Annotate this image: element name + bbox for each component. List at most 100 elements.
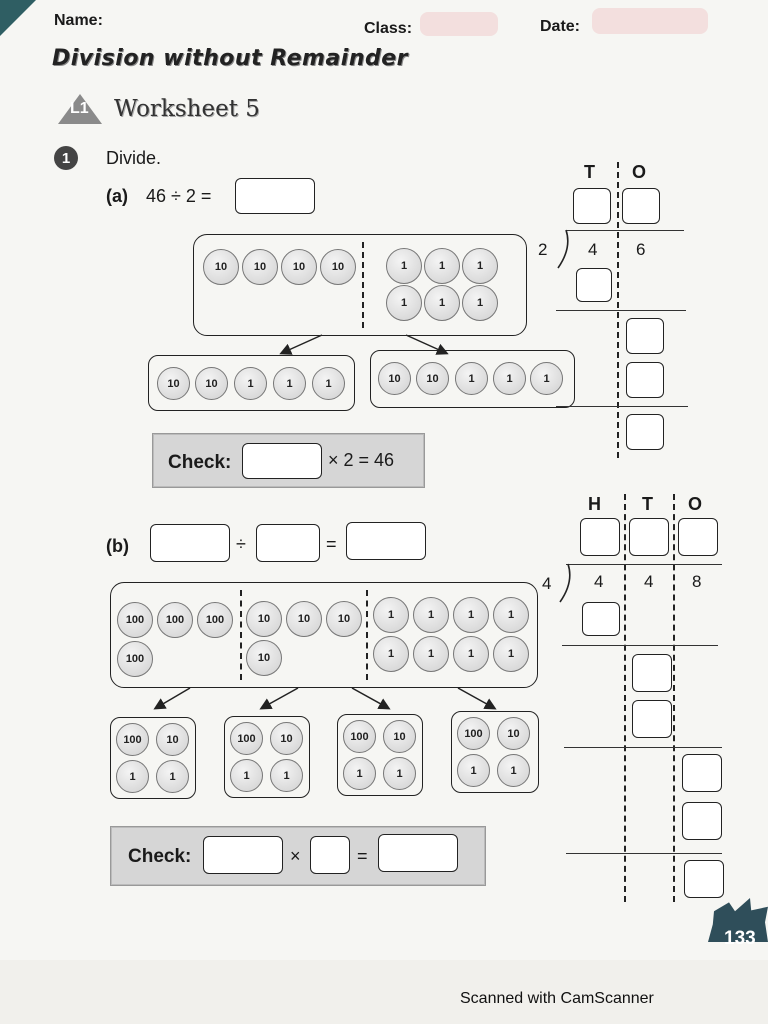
tens-counter: 10 — [378, 362, 411, 395]
tens-counter: 10 — [246, 640, 282, 676]
part-b-check-equals: = — [357, 846, 368, 866]
tens-counter: 10 — [156, 723, 189, 756]
hundreds-counter: 100 — [117, 602, 153, 638]
part-b-check-label: Check: — [128, 846, 192, 867]
ldm-b-dividend-tens: 4 — [644, 572, 654, 591]
part-b-answer-box[interactable] — [346, 522, 426, 560]
part-b-dividend-box[interactable] — [150, 524, 230, 562]
ldm-b-step-box[interactable] — [682, 754, 722, 792]
ones-counter: 1 — [116, 760, 149, 793]
ldm-a-step-box[interactable] — [576, 268, 612, 302]
ones-counter: 1 — [270, 759, 303, 792]
ones-counter: 1 — [234, 367, 267, 400]
worksheet-title: Worksheet 5 — [114, 96, 260, 122]
ldm-a-dividend-tens: 4 — [588, 240, 598, 259]
ldm-b-step-box[interactable] — [682, 802, 722, 840]
ones-counter: 1 — [273, 367, 306, 400]
ones-counter: 1 — [373, 636, 409, 672]
ones-counter: 1 — [462, 248, 498, 284]
hundreds-counter: 100 — [230, 722, 263, 755]
ldm-b-quotient-ones-box[interactable] — [678, 518, 718, 556]
date-label: Date: — [540, 18, 581, 35]
ldm-b-dividend-hundreds: 4 — [594, 572, 604, 591]
part-b-place-value-panel — [110, 582, 538, 688]
part-b-panel-divider — [240, 590, 242, 680]
ldm-a-remainder-box[interactable] — [626, 414, 664, 450]
ones-counter: 1 — [493, 636, 529, 672]
ldm-b-header-tens: T — [642, 494, 653, 514]
ldm-b-subtract-line — [564, 747, 722, 748]
tens-counter: 10 — [203, 249, 239, 285]
ones-counter: 1 — [457, 754, 490, 787]
part-a-place-value-panel — [193, 234, 527, 336]
part-b-check-box-2[interactable] — [310, 836, 350, 874]
part-b-divisor-box[interactable] — [256, 524, 320, 562]
part-b-divide-sign: ÷ — [236, 534, 246, 554]
scanner-watermark: Scanned with CamScanner — [460, 990, 654, 1007]
ones-counter: 1 — [156, 760, 189, 793]
hundreds-counter: 100 — [157, 602, 193, 638]
tens-counter: 10 — [195, 367, 228, 400]
hundreds-counter: 100 — [343, 720, 376, 753]
part-b-check-box-3[interactable] — [378, 834, 458, 872]
ldm-b-step-box[interactable] — [632, 654, 672, 692]
hundreds-counter: 100 — [116, 723, 149, 756]
hundreds-counter: 100 — [117, 641, 153, 677]
ones-counter: 1 — [312, 367, 345, 400]
part-b-check-box-1[interactable] — [203, 836, 283, 874]
ldm-b-subtract-line — [562, 645, 718, 646]
tens-counter: 10 — [286, 601, 322, 637]
part-a-equation: 46 ÷ 2 = — [146, 186, 212, 206]
ones-counter: 1 — [386, 248, 422, 284]
part-b-equals-sign: = — [326, 534, 337, 554]
ldm-b-step-box[interactable] — [632, 700, 672, 738]
ldm-b-column-divider — [673, 494, 675, 902]
ldm-b-quotient-hundreds-box[interactable] — [580, 518, 620, 556]
ldm-a-step-box[interactable] — [626, 362, 664, 398]
ldm-b-bracket-line — [566, 564, 722, 565]
question-instruction: Divide. — [106, 148, 162, 168]
ldm-a-divisor: 2 — [538, 240, 548, 259]
tens-counter: 10 — [326, 601, 362, 637]
part-b-group — [110, 717, 196, 799]
ones-counter: 1 — [453, 597, 489, 633]
part-b-times-sign: × — [290, 846, 301, 866]
part-a-group — [370, 350, 575, 408]
ldm-a-quotient-ones-box[interactable] — [622, 188, 660, 224]
ones-counter: 1 — [413, 597, 449, 633]
tens-counter: 10 — [242, 249, 278, 285]
part-a-check-answer-box[interactable] — [242, 443, 322, 479]
ldm-a-quotient-tens-box[interactable] — [573, 188, 611, 224]
page-number: 133 — [724, 928, 756, 949]
ones-counter: 1 — [493, 597, 529, 633]
part-b-group — [224, 716, 310, 798]
class-field[interactable] — [420, 12, 498, 36]
ldm-a-step-box[interactable] — [626, 318, 664, 354]
part-b-group — [337, 714, 423, 796]
tens-counter: 10 — [281, 249, 317, 285]
hundreds-counter: 100 — [457, 717, 490, 750]
ones-counter: 1 — [424, 248, 460, 284]
date-field[interactable] — [592, 8, 708, 34]
part-a-panel-divider — [362, 242, 364, 328]
ldm-a-dividend-ones: 6 — [636, 240, 646, 259]
ldm-b-remainder-box[interactable] — [684, 860, 724, 898]
ldm-a-subtract-line — [556, 310, 686, 311]
worksheet-badge-icon — [58, 94, 102, 124]
part-b-panel-divider — [366, 590, 368, 680]
ldm-b-subtract-line — [566, 853, 722, 854]
part-a-check-label: Check: — [168, 452, 232, 473]
ldm-a-bracket-line — [566, 230, 684, 231]
part-a-label: (a) — [106, 186, 128, 206]
tens-counter: 10 — [416, 362, 449, 395]
ldm-b-quotient-tens-box[interactable] — [629, 518, 669, 556]
part-a-answer-box[interactable] — [235, 178, 315, 214]
corner-decoration — [0, 0, 36, 36]
ones-counter: 1 — [230, 759, 263, 792]
class-label: Class: — [364, 20, 413, 37]
ldm-b-step-box[interactable] — [582, 602, 620, 636]
hundreds-counter: 100 — [197, 602, 233, 638]
ldm-b-column-divider — [624, 494, 626, 902]
tens-counter: 10 — [497, 717, 530, 750]
ones-counter: 1 — [386, 285, 422, 321]
